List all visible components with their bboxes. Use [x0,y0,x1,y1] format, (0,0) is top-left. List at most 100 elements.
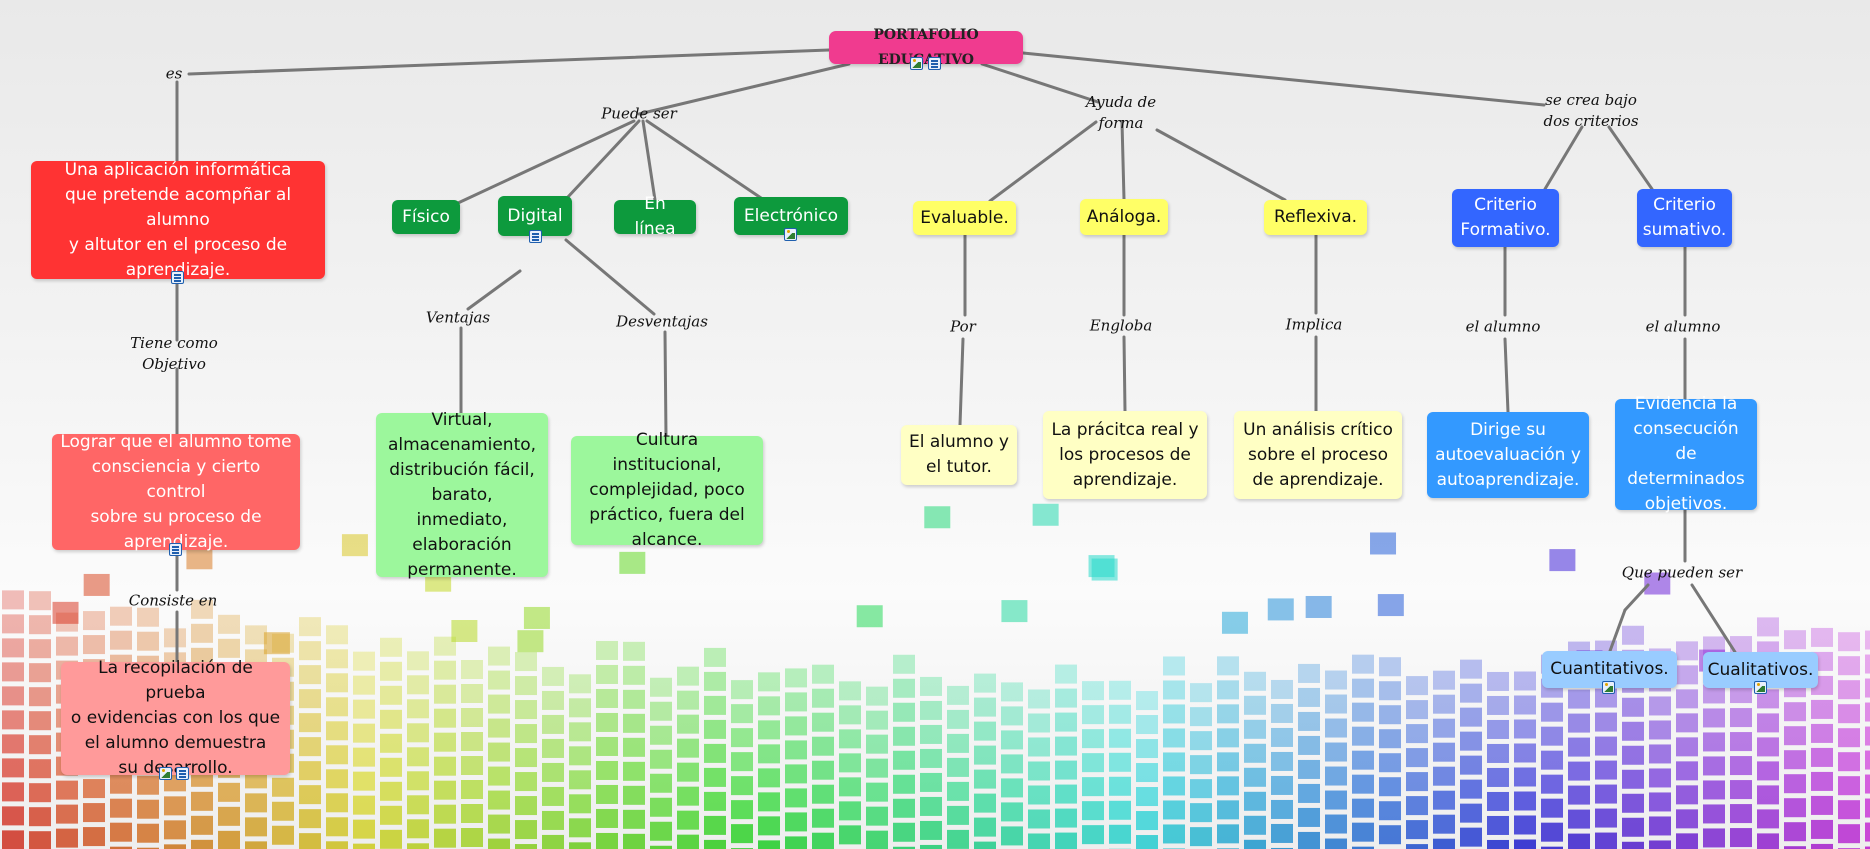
background-square [1595,712,1617,732]
background-square [52,601,79,624]
background-square [677,786,699,806]
background-square [1568,809,1590,829]
node-digital[interactable]: Digital [498,196,572,236]
node-consiste[interactable]: La recopilación de prueba o evidencias c… [61,658,290,778]
document-icon[interactable] [169,543,182,556]
background-square [947,733,969,753]
node-desventajas-detalle[interactable]: Cultura institucional, complejidad, poco… [571,430,763,550]
node-alumno-tutor[interactable]: El alumno y el tutor. [901,425,1017,485]
node-criterio-sumativo[interactable]: Criterio sumativo. [1637,189,1732,247]
background-square [866,758,888,778]
background-square [1091,558,1118,581]
background-square [1271,727,1293,747]
node-cuantitativos[interactable]: Cuantitativos. [1542,651,1677,688]
node-ventajas-detalle[interactable]: Virtual, almacenamiento, distribución fá… [376,410,548,580]
background-square [596,760,618,780]
image-icon[interactable] [159,767,172,780]
connection-line-14 [564,238,656,316]
node-en-linea[interactable]: En línea [614,194,696,239]
background-square [731,752,753,772]
node-evaluable[interactable]: Evaluable. [913,201,1016,235]
background-square [1730,684,1752,704]
background-square [515,820,537,840]
document-icon[interactable] [176,767,189,780]
background-square [677,810,699,830]
background-square [1406,844,1428,849]
node-analisis[interactable]: Un análisis crítico sobre el proceso de … [1234,411,1402,499]
background-square [758,720,780,740]
connection-line-2 [637,62,851,116]
background-square [1838,752,1860,772]
node-evidencia[interactable]: Evidencia la consecución de determinados… [1615,394,1757,514]
background-square [1622,625,1644,645]
document-icon[interactable] [171,271,184,284]
background-square [1109,800,1131,820]
background-square [2,614,24,634]
background-square [1271,847,1293,849]
background-square [856,605,883,628]
node-dirige[interactable]: Dirige su autoevaluación y autoaprendiza… [1427,412,1589,498]
image-icon[interactable] [784,228,797,241]
link-label-que-pueden-ser: Que pueden ser [1621,563,1743,582]
background-square [1676,737,1698,757]
background-square [299,809,321,829]
background-square [650,845,672,849]
background-square [1379,681,1401,701]
node-criterio-formativo[interactable]: Criterio Formativo. [1452,189,1559,247]
background-square [920,796,942,816]
background-square [488,838,510,849]
background-square [1433,814,1455,834]
background-square [1109,680,1131,700]
background-square [1379,825,1401,845]
background-square [704,719,726,739]
background-square [29,831,51,849]
background-square [866,806,888,826]
image-icon[interactable] [1602,681,1615,694]
background-square [407,651,429,671]
image-icon[interactable] [910,57,923,70]
background-square [1082,777,1104,797]
background-square [137,847,159,849]
background-square [677,714,699,734]
image-icon[interactable] [1754,681,1767,694]
background-square [164,628,186,648]
background-square [623,809,645,829]
background-square [758,816,780,836]
background-square [812,832,834,849]
node-portafolio-educativo[interactable]: PORTAFOLIO EDUCATIVO [829,27,1023,68]
background-square [1487,695,1509,715]
document-icon[interactable] [529,230,542,243]
background-square [1730,780,1752,800]
background-square [893,750,915,770]
background-square [1109,704,1131,724]
background-square [1595,832,1617,849]
background-square [218,806,240,826]
node-practica[interactable]: La prácitca real y los procesos de apren… [1043,411,1207,499]
document-icon[interactable] [928,57,941,70]
node-analoga[interactable]: Análoga. [1080,199,1168,235]
background-square [1325,718,1347,738]
background-square [353,651,375,671]
background-square [380,733,402,753]
background-square [1352,774,1374,794]
background-square [1514,815,1536,835]
background-square [596,808,618,828]
background-square [245,817,267,837]
background-square [785,668,807,688]
background-square [1244,767,1266,787]
background-square [1541,822,1563,842]
background-square [1757,689,1779,709]
background-square [1433,694,1455,714]
background-square [569,722,591,742]
node-fisico[interactable]: Físico [392,200,460,234]
background-square [704,791,726,811]
background-square [1379,705,1401,725]
node-reflexiva[interactable]: Reflexiva. [1264,200,1367,235]
node-definicion[interactable]: Una aplicación informática que pretende … [31,160,325,280]
background-square [29,711,51,731]
background-square [326,625,348,645]
background-square [542,762,564,782]
background-square [1082,825,1104,845]
node-objetivo[interactable]: Lograr que el alumno tome consciencia y … [52,432,300,552]
background-square [2,686,24,706]
